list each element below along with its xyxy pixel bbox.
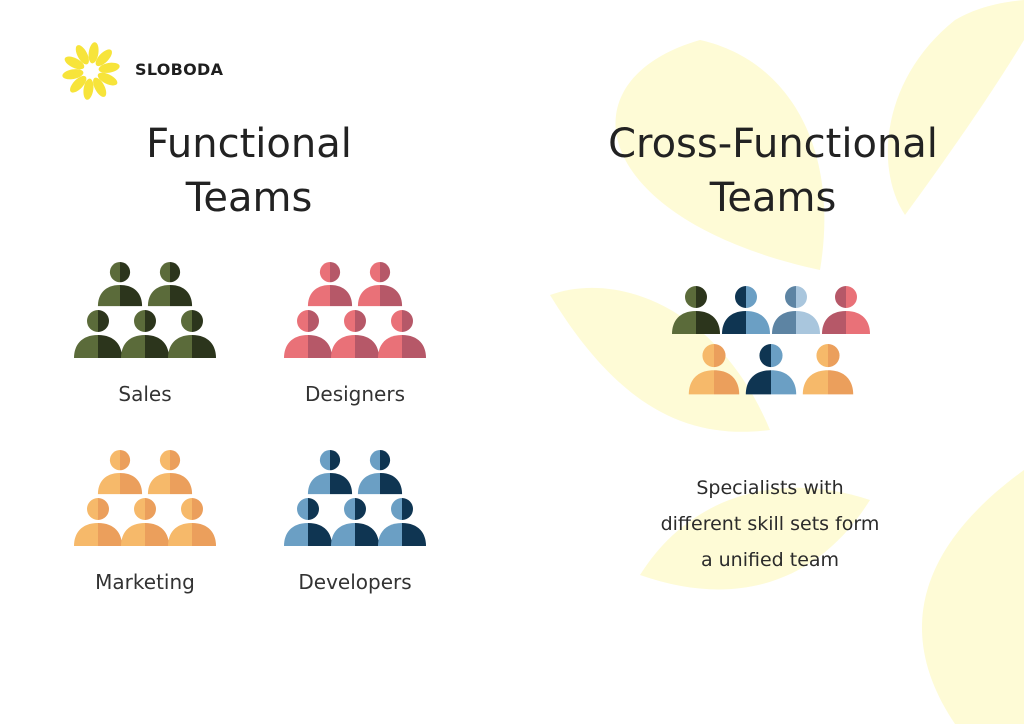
cross-functional-description: Specialists with different skill sets fo… [620,470,920,578]
description-line: different skill sets form [660,513,880,535]
person-icon [97,450,143,495]
flower-petal [95,49,112,67]
person-icon [284,498,332,546]
marketing-people-icon [74,450,216,546]
person-icon [307,262,353,307]
team-label-marketing: Marketing [95,570,195,594]
description-line: Specialists with [696,477,844,499]
person-icon [284,310,332,358]
person-icon [672,286,720,334]
flower-petal [83,78,94,100]
person-icon [745,344,797,395]
flower-petal [64,56,85,70]
person-icon [307,450,353,495]
sales-people-icon [74,262,216,358]
person-icon [74,310,122,358]
brand-name: SLOBODA [135,60,224,79]
team-label-designers: Designers [305,382,405,406]
title-line: Teams [709,175,837,221]
person-icon [97,262,143,307]
background-leaf [550,287,770,432]
background-leaf [887,0,1024,215]
person-icon [168,498,216,546]
person-icon [168,310,216,358]
developers-people-icon [284,450,426,546]
flower-petal [98,62,120,73]
flower-petal [70,75,87,93]
background-leaf [640,487,870,590]
person-icon [378,310,426,358]
designers-people-icon [284,262,426,358]
flower-petal [97,72,118,86]
background-leaf [615,40,825,270]
person-icon [331,310,379,358]
background-leaf [921,470,1024,724]
title-line: Cross-Functional [608,121,938,167]
flower-petal [75,45,89,65]
person-icon [772,286,820,334]
person-icon [802,344,854,395]
person-icon [147,450,193,495]
person-icon [822,286,870,334]
flower-petal [62,69,84,80]
flower-icon [62,42,120,100]
person-icon [378,498,426,546]
description-line: a unified team [700,549,840,571]
team-label-sales: Sales [118,382,172,406]
person-icon [147,262,193,307]
person-icon [722,286,770,334]
functional-teams-title: Functional Teams [99,117,399,225]
person-icon [121,498,169,546]
person-icon [688,344,740,395]
person-icon [331,498,379,546]
person-icon [74,498,122,546]
team-label-developers: Developers [298,570,412,594]
title-line: Functional [146,121,352,167]
person-icon [357,450,403,495]
flower-petal [93,77,107,97]
cross-functional-people-icon [672,286,870,395]
person-icon [357,262,403,307]
flower-petal [88,42,99,64]
cross-functional-teams-title: Cross-Functional Teams [560,117,986,225]
person-icon [121,310,169,358]
title-line: Teams [185,175,313,221]
